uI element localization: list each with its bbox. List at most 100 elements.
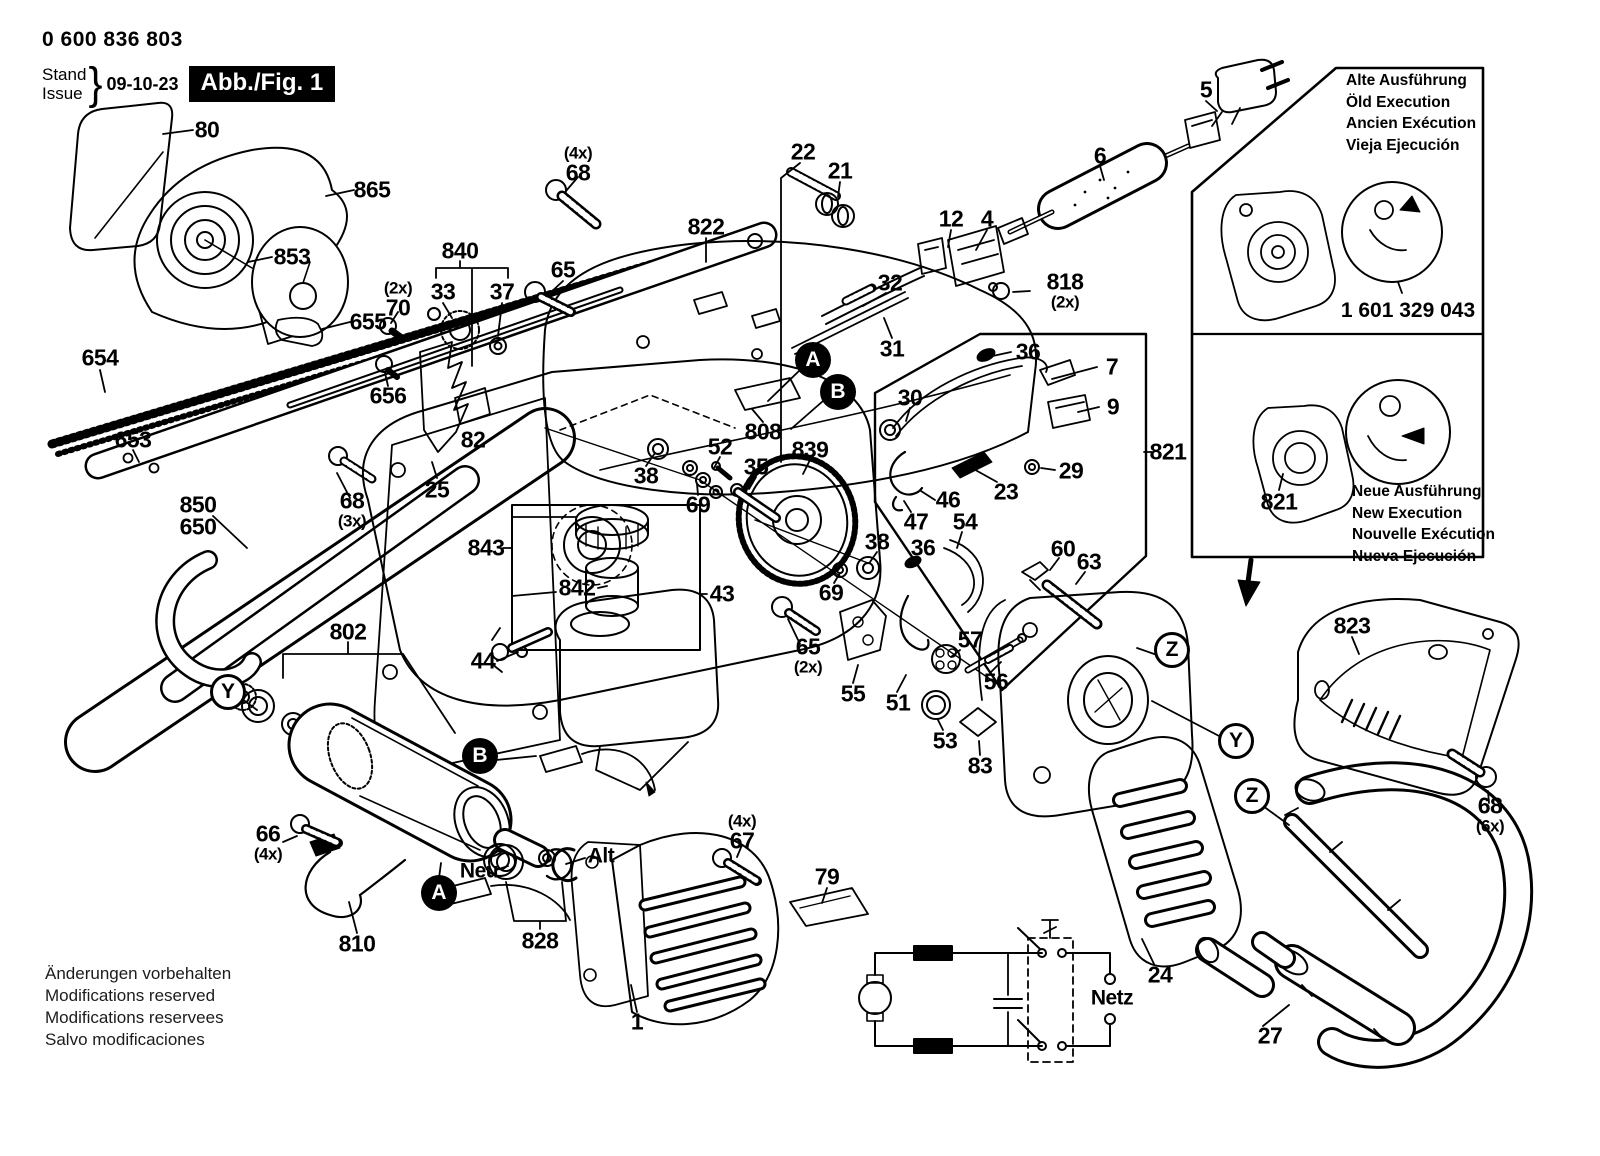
part-label-839: 839 bbox=[791, 436, 829, 463]
part-label-24: 24 bbox=[1147, 961, 1173, 988]
part-label-65: 65 bbox=[550, 256, 576, 283]
part-label-83: 83 bbox=[967, 752, 993, 779]
part-label-840: 840 bbox=[441, 237, 479, 264]
old-execution-line: Öld Execution bbox=[1346, 93, 1451, 111]
part-label-6: 6 bbox=[1093, 142, 1107, 169]
part-label-654: 654 bbox=[81, 344, 119, 371]
guard-850-650-shape bbox=[64, 407, 576, 773]
part-label-68: (4x)68 bbox=[563, 143, 593, 186]
part-label-66: 66(4x) bbox=[253, 820, 283, 865]
part-label-808: 808 bbox=[744, 418, 782, 445]
part-label-54: 54 bbox=[952, 508, 978, 535]
part-label-68: 68(6x) bbox=[1475, 792, 1505, 837]
part-label-853: 853 bbox=[273, 243, 311, 270]
view-marker-B: B bbox=[820, 374, 856, 410]
part-label-57: 57 bbox=[957, 626, 983, 653]
part-label-821: 821 bbox=[1260, 488, 1298, 515]
part-label-818: 818(2x) bbox=[1046, 268, 1084, 313]
brace-glyph: } bbox=[88, 58, 103, 109]
part-label-65: 65(2x) bbox=[793, 633, 823, 678]
sprocket-housing-865-shape bbox=[133, 146, 349, 345]
old-execution-line: Vieja Ejecución bbox=[1346, 136, 1460, 154]
part-label-802: 802 bbox=[329, 618, 367, 645]
part-label-822: 822 bbox=[687, 213, 725, 240]
view-marker-B: B bbox=[462, 738, 498, 774]
stand-issue-label: Stand Issue bbox=[42, 65, 87, 103]
part-label-69: 69 bbox=[818, 579, 844, 606]
modifications-line: Änderungen vorbehalten bbox=[45, 964, 232, 983]
part-label-653: 653 bbox=[114, 426, 152, 453]
product-number: 0 600 836 803 bbox=[42, 28, 183, 51]
new-execution-line: Nueva Ejecución bbox=[1352, 547, 1477, 565]
part-label-43: 43 bbox=[709, 580, 735, 607]
leader-lines bbox=[99, 100, 1490, 1027]
new-execution-line: Nouvelle Exécution bbox=[1352, 526, 1495, 543]
part-label-656: 656 bbox=[369, 382, 407, 409]
part-label-37: 37 bbox=[489, 278, 515, 305]
part-label-52: 52 bbox=[707, 433, 733, 460]
part-label-69: 69 bbox=[685, 491, 711, 518]
part-label-36: 36 bbox=[1015, 338, 1041, 365]
part-label-29: 29 bbox=[1058, 457, 1084, 484]
part-label-23: 23 bbox=[993, 478, 1019, 505]
part-label-Alt: Alt bbox=[587, 844, 615, 868]
inset-box-shape bbox=[1190, 66, 1485, 607]
field-housing-1-shape bbox=[570, 832, 869, 1026]
cover-80-shape bbox=[69, 101, 174, 252]
part-label-56: 56 bbox=[983, 668, 1009, 695]
part-label-68: 68(3x) bbox=[337, 487, 367, 532]
part-label-51: 51 bbox=[885, 689, 911, 716]
part-label-1: 1 bbox=[630, 1008, 644, 1035]
view-marker-Y: Y bbox=[1218, 723, 1254, 759]
part-label-842: 842 bbox=[558, 574, 596, 601]
part-label-Netz: Netz bbox=[1090, 986, 1134, 1010]
part-label-823: 823 bbox=[1333, 612, 1371, 639]
part-label-36: 36 bbox=[910, 534, 936, 561]
part-label-865: 865 bbox=[353, 176, 391, 203]
part-label-55: 55 bbox=[840, 680, 866, 707]
part-label-22: 22 bbox=[790, 138, 816, 165]
wiring-schematic-shape bbox=[858, 919, 1116, 1063]
part-label-21: 21 bbox=[827, 157, 853, 184]
part-label-67: (4x)67 bbox=[727, 811, 757, 854]
top-screws-shapes bbox=[290, 179, 602, 848]
part-label-4: 4 bbox=[980, 205, 994, 232]
part-label-82: 82 bbox=[460, 426, 486, 453]
part-label-46: 46 bbox=[935, 486, 961, 513]
new-execution-line: Neue Ausführung bbox=[1352, 483, 1482, 500]
part-label-53: 53 bbox=[932, 727, 958, 754]
old-execution-line: Alte Ausführung bbox=[1346, 72, 1467, 89]
part-label-80: 80 bbox=[194, 116, 220, 143]
title-block: 0 600 836 803 Stand Issue } 09-10-23 Abb… bbox=[42, 28, 336, 109]
view-marker-Y: Y bbox=[210, 674, 246, 710]
oil-tank-assembly-shape bbox=[491, 504, 720, 791]
view-marker-A: A bbox=[795, 342, 831, 378]
part-label-32: 32 bbox=[877, 269, 903, 296]
part-label-843: 843 bbox=[467, 534, 505, 561]
part-label-31: 31 bbox=[879, 335, 905, 362]
old-execution-line: Ancien Exécution bbox=[1346, 115, 1477, 132]
part-label-35: 35 bbox=[743, 453, 769, 480]
part-label-828: 828 bbox=[521, 927, 559, 954]
part-label-5: 5 bbox=[1199, 76, 1213, 103]
part-label-63: 63 bbox=[1076, 548, 1102, 575]
part-label-25: 25 bbox=[424, 476, 450, 503]
old-execution-part-number: 1 601 329 043 bbox=[1340, 299, 1476, 322]
part-label-810: 810 bbox=[338, 930, 376, 957]
view-marker-Z: Z bbox=[1154, 632, 1190, 668]
motor-802-shape bbox=[229, 683, 656, 921]
cover-24-shape bbox=[1088, 736, 1275, 998]
part-label-60: 60 bbox=[1050, 535, 1076, 562]
part-label-38: 38 bbox=[633, 462, 659, 489]
sprocket-cover-plate-shape bbox=[978, 590, 1194, 818]
part-label-7: 7 bbox=[1105, 353, 1119, 380]
part-label-70: (2x)70 bbox=[383, 278, 413, 321]
part-label-Neu: Neu bbox=[459, 859, 499, 883]
part-label-650: 650 bbox=[179, 513, 217, 540]
part-label-821: 821 bbox=[1149, 438, 1187, 465]
issue-date: 09-10-23 bbox=[106, 73, 179, 94]
bearing-neu-alt-shapes bbox=[488, 844, 578, 883]
modifications-line: Salvo modificaciones bbox=[45, 1030, 205, 1049]
